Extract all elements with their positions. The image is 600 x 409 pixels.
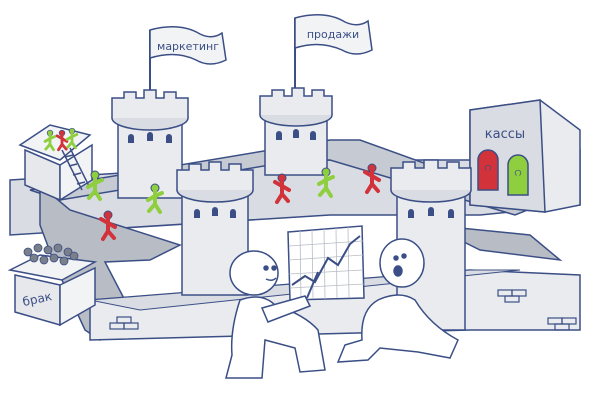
presenter-person — [225, 250, 326, 379]
flag-icon — [149, 26, 227, 65]
tower-front-left — [176, 161, 254, 296]
tower-marketing: маркетинг — [111, 26, 227, 199]
listener-person — [336, 238, 459, 363]
incoming-box — [18, 124, 93, 202]
cashiers-label: кассы — [485, 127, 525, 142]
defect-label: брак — [21, 289, 53, 309]
cashiers-building: кассы — [469, 99, 581, 213]
brick-icon — [109, 289, 577, 331]
defect-box: брак — [7, 243, 98, 327]
tower-sales: продажи — [259, 14, 373, 176]
flag-label-marketing: маркетинг — [157, 40, 219, 53]
ladder-icon — [61, 147, 91, 191]
trend-chart-icon — [287, 225, 365, 301]
flag-icon — [294, 14, 373, 55]
flag-label-sales: продажи — [307, 28, 359, 41]
